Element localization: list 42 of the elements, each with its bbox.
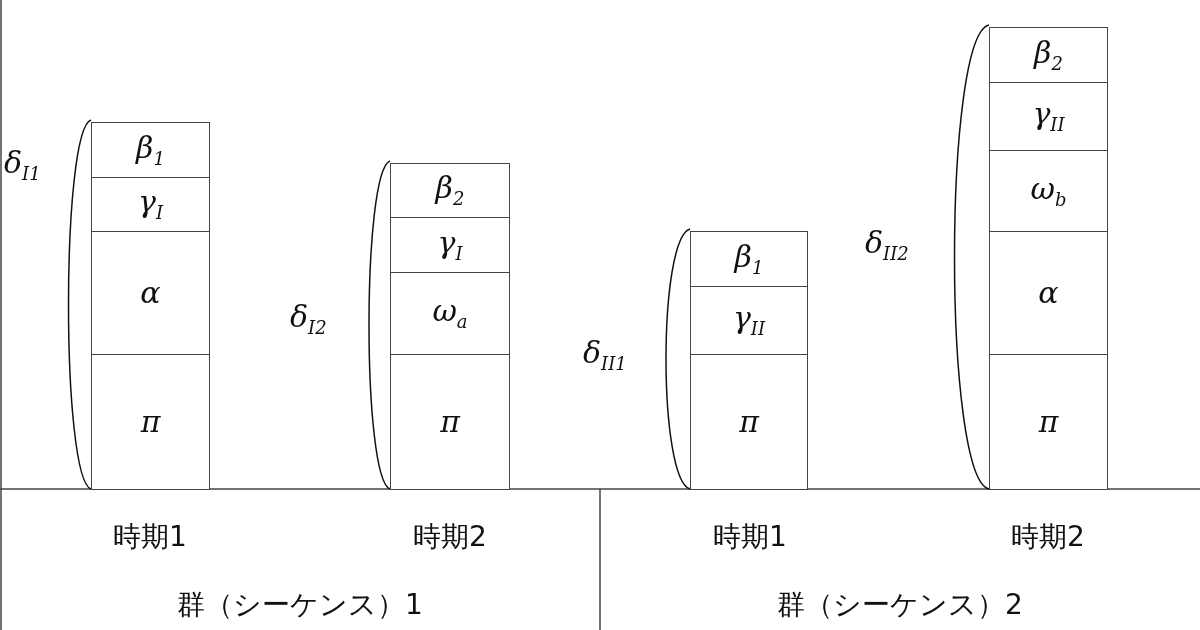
symbol-label: π — [140, 407, 161, 437]
table-cell — [91, 122, 210, 178]
bracket-label: δ$_{I2}$ — [290, 302, 327, 337]
symbol-label: π — [1038, 407, 1059, 437]
symbol-label: γ$_{II}$ — [1032, 99, 1065, 134]
axis-label: 群（シーケンス）1 — [177, 587, 423, 623]
symbol-label: β$_{1}$ — [734, 241, 764, 277]
bracket-label: δ$_{II2}$ — [865, 228, 909, 263]
table-cell — [989, 354, 1108, 490]
table-cell — [390, 354, 510, 490]
axis-label: 時期1 — [713, 519, 787, 555]
table-cell — [690, 286, 808, 355]
symbol-label: ω$_{a}$ — [432, 296, 468, 331]
symbol-label: π — [440, 407, 460, 437]
axis-label: 時期2 — [1011, 519, 1085, 555]
symbol-label: π — [739, 407, 759, 437]
symbol-label: α — [1038, 278, 1059, 308]
symbol-label: ω$_{b}$ — [1030, 173, 1067, 209]
table-cell — [91, 354, 210, 490]
table-cell — [989, 231, 1108, 355]
table-cell — [91, 177, 210, 232]
table-cell — [390, 217, 510, 273]
symbol-label: γ$_{I}$ — [137, 187, 164, 222]
bracket-label: δ$_{I1}$ — [4, 148, 41, 183]
symbol-label: α — [140, 278, 161, 308]
bracket-label: δ$_{II1}$ — [583, 338, 627, 373]
table-cell — [989, 27, 1108, 83]
symbol-label: β$_{2}$ — [1034, 37, 1063, 73]
table-cell — [91, 231, 210, 355]
table-cell — [390, 163, 510, 218]
symbol-label: β$_{2}$ — [435, 173, 465, 208]
table-cell — [690, 231, 808, 287]
axis-label: 時期1 — [113, 519, 187, 555]
symbol-label: γ$_{II}$ — [732, 303, 766, 338]
table-cell — [690, 354, 808, 490]
axis-label: 時期2 — [413, 519, 487, 555]
symbol-label: γ$_{I}$ — [437, 227, 463, 263]
table-cell — [390, 272, 510, 355]
symbol-label: β$_{1}$ — [136, 132, 165, 168]
table-cell — [989, 150, 1108, 232]
table-cell — [989, 82, 1108, 151]
axis-label: 群（シーケンス）2 — [777, 587, 1023, 623]
